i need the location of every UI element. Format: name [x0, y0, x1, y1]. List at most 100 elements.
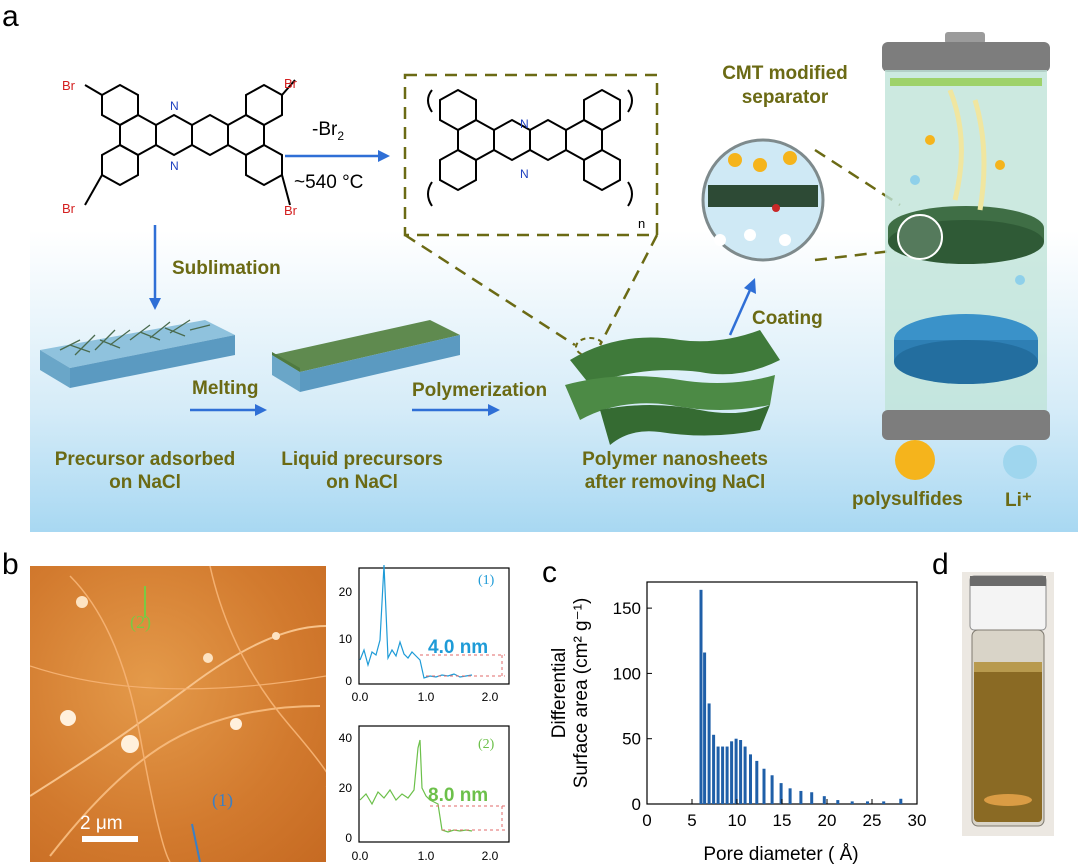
polymerization-label: Polymerization [412, 380, 548, 401]
pore-size-chart: 0 5 10 15 20 25 30 0 50 100 150 Pore diameter ( Å… [549, 581, 926, 865]
profile-2-xtick: 0.0 [352, 849, 369, 863]
br-label: Br [62, 201, 76, 216]
profile-2-height: 8.0 nm [428, 785, 488, 806]
chart-xtick-label: 20 [818, 811, 837, 830]
chart-bar [707, 703, 711, 804]
profile-2-ytick: 0 [345, 831, 352, 845]
panel-letter-a: a [2, 0, 19, 33]
polysulfides-legend-icon [895, 440, 935, 480]
chart-bar [882, 801, 886, 804]
afm-marker-1: (1) [212, 790, 233, 810]
br-label: Br [284, 76, 298, 91]
chart-bar [779, 783, 783, 804]
repeat-unit-n: n [638, 216, 645, 231]
profile-1-ytick: 20 [339, 585, 353, 599]
coating-arrow [728, 289, 752, 336]
chart-bar [721, 746, 725, 804]
chart-bar [734, 738, 738, 804]
chart-bar [899, 798, 903, 804]
chart-xtick-label: 0 [642, 811, 651, 830]
melting-arrowhead [255, 404, 267, 416]
sublimation-arrowhead [149, 298, 161, 310]
afm-marker-2: (2) [130, 612, 151, 632]
chart-bar [730, 741, 734, 804]
separator-magnified-circle [701, 138, 825, 262]
profile-1-xtick: 1.0 [418, 690, 435, 704]
profile-2-label: (2) [478, 737, 495, 752]
polymer-inset-box [403, 73, 659, 237]
chart-bar [836, 800, 840, 804]
chart-ytick-label: 150 [613, 599, 641, 618]
chart-bar [739, 740, 743, 804]
battery-illustration [882, 32, 1050, 440]
afm-image [30, 566, 326, 862]
chart-bar [770, 775, 774, 804]
height-profile-1: (1) 4.0 nm 0 10 20 0.0 1.0 2.0 [339, 564, 510, 704]
profile-2-ytick: 40 [339, 731, 353, 745]
polymer-structure [427, 88, 633, 207]
chart-bars [699, 589, 903, 804]
chart-bar [743, 746, 747, 804]
chart-bar [749, 754, 752, 804]
panel-letter-b: b [2, 548, 19, 581]
chart-bar [788, 788, 792, 804]
chart-ytick-label: 0 [632, 795, 641, 814]
chart-xticks: 0 5 10 15 20 25 30 [642, 799, 926, 830]
chart-bar [699, 589, 703, 804]
chart-ytick-label: 100 [613, 664, 641, 683]
chart-ylabel-line1: Differential [549, 648, 570, 738]
panel-letter-d: d [932, 548, 949, 581]
reaction-top-label: -Br2 [312, 119, 344, 143]
li-legend-icon [1003, 445, 1037, 479]
profile-1-frame [358, 567, 510, 685]
chart-bar [850, 801, 854, 804]
profile-2-curve [359, 739, 473, 833]
chart-xtick-label: 5 [687, 811, 696, 830]
scale-bar-label: 2 μm [80, 813, 123, 834]
chart-xtick-label: 15 [773, 811, 792, 830]
br-label: Br [284, 203, 298, 218]
br-label: Br [62, 78, 76, 93]
chart-bar [822, 796, 826, 804]
chart-xtick-label: 25 [863, 811, 882, 830]
liquid-precursor-slab [272, 320, 460, 392]
profile-1-xtick: 2.0 [482, 690, 499, 704]
chart-bar [762, 768, 766, 804]
precursor-slab [40, 319, 235, 388]
chart-bar [810, 792, 814, 804]
chart-bar [725, 746, 729, 804]
chart-ytick-label: 50 [622, 730, 641, 749]
profile-1-ytick: 10 [339, 632, 353, 646]
chart-xlabel: Pore diameter ( Å) [703, 844, 858, 865]
chart-bar [799, 790, 803, 804]
profile-2-xtick: 1.0 [418, 849, 435, 863]
chart-bar [755, 760, 759, 804]
reaction-arrowhead [378, 150, 390, 162]
chart-xtick-label: 30 [908, 811, 927, 830]
cmt-separator-title: CMT modified separator [722, 63, 848, 108]
n-label: N [170, 99, 179, 113]
profile-2-xtick: 2.0 [482, 849, 499, 863]
coating-label: Coating [752, 308, 823, 329]
profile-1-height: 4.0 nm [428, 637, 488, 658]
zoom-line-right [598, 234, 659, 346]
profile-1-curve [359, 564, 473, 679]
n-label: N [520, 167, 529, 181]
chart-bar [703, 652, 707, 804]
n-label: N [520, 117, 529, 131]
profile-1-ytick: 0 [345, 674, 352, 688]
chart-yticks: 0 50 100 150 [613, 599, 652, 814]
profile-1-xtick: 0.0 [352, 690, 369, 704]
profile-2-frame [358, 725, 510, 843]
panel-letter-c: c [542, 556, 557, 589]
afm-features [30, 566, 326, 862]
chart-xtick-label: 10 [728, 811, 747, 830]
coating-arrowhead [744, 278, 756, 294]
sublimation-label: Sublimation [172, 258, 281, 279]
n-label: N [170, 159, 179, 173]
vial-photo [962, 572, 1054, 836]
legend-polysulfides-label: polysulfides [852, 489, 963, 510]
